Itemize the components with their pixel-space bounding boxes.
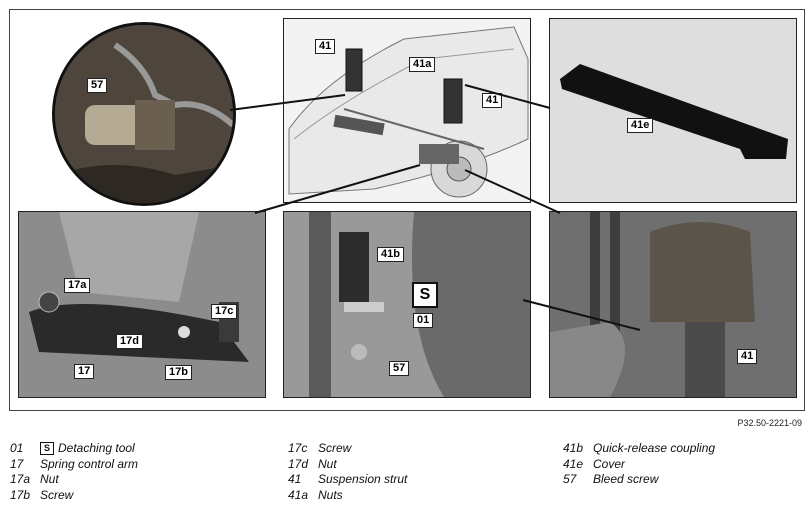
- callout-17: 17: [74, 364, 95, 379]
- legend-label: Nut: [318, 456, 337, 471]
- callout-17d: 17d: [116, 334, 143, 349]
- callout-41-overview-right: 41: [482, 93, 503, 108]
- detaching-tool-icon: S: [419, 286, 431, 303]
- car-overview-drawing: [288, 26, 529, 198]
- legend-item: 01 S Detaching tool: [10, 441, 138, 457]
- cover-drawing: [560, 64, 788, 159]
- legend-label: Detaching tool: [58, 441, 135, 455]
- callout-41a: 41a: [409, 57, 436, 72]
- legend-label: Bleed screw: [593, 472, 659, 486]
- callout-57-bottom: 57: [389, 361, 410, 376]
- callout-41b: 41b: [377, 247, 404, 262]
- legend-column-2: 17c Screw 17d Nut 41 Suspension strut 41…: [288, 441, 407, 503]
- legend-item: 41a Nuts: [288, 488, 407, 504]
- legend-key: 41b: [563, 441, 584, 455]
- legend-label: Cover: [593, 456, 626, 471]
- strut-detail-drawing: [550, 212, 796, 397]
- callout-01: 01: [413, 313, 434, 328]
- legend-key: 17b: [10, 487, 31, 502]
- legend-item: 57 Bleed screw: [563, 472, 715, 488]
- tool-symbol-box: S: [412, 282, 438, 308]
- bleed-screw-detail-circle: [52, 22, 236, 206]
- callout-17a: 17a: [64, 278, 91, 293]
- legend-item: 41b Quick-release coupling: [563, 441, 715, 457]
- legend-label: Suspension strut: [318, 472, 408, 486]
- legend-key: 17c: [288, 441, 308, 455]
- legend-item: 41 Suspension strut: [288, 472, 407, 488]
- legend-key: 41e: [563, 456, 584, 471]
- bleed-screw-drawing: [55, 25, 233, 203]
- callout-41e: 41e: [627, 118, 654, 133]
- legend-item: 17a Nut: [10, 472, 138, 488]
- detaching-tool-icon: S: [40, 442, 54, 456]
- legend-key: 57: [563, 472, 577, 486]
- legend-key: 41a: [288, 487, 309, 502]
- legend-column-1: 01 S Detaching tool 17 Spring control arm…: [10, 441, 138, 503]
- legend-label: Quick-release coupling: [593, 441, 716, 455]
- callout-57-top: 57: [87, 78, 108, 93]
- suspension-strut-detail-panel: [549, 211, 797, 398]
- legend-item: 17c Screw: [288, 441, 407, 457]
- legend-label: Nut: [40, 472, 59, 486]
- cover-detail-panel: [549, 18, 797, 203]
- legend-key: 41: [288, 472, 302, 486]
- legend-item: 17d Nut: [288, 457, 407, 473]
- legend-label: Screw: [40, 487, 74, 502]
- callout-17c: 17c: [211, 304, 238, 319]
- legend-item: 41e Cover: [563, 457, 715, 473]
- callout-41-overview-left: 41: [315, 39, 336, 54]
- legend-item: 17b Screw: [10, 488, 138, 504]
- legend-item: 17 Spring control arm: [10, 457, 138, 473]
- figure-reference-code: P32.50-2221-09: [737, 418, 802, 428]
- legend-label: Nuts: [318, 487, 343, 502]
- quick-release-coupling-panel: [283, 211, 531, 398]
- callout-17b: 17b: [165, 365, 192, 380]
- legend-key: 17a: [10, 472, 31, 486]
- legend-key: 17d: [288, 456, 309, 471]
- legend-key: 01: [10, 441, 24, 455]
- callout-41-strut-detail: 41: [737, 349, 758, 364]
- legend-key: 17: [10, 456, 24, 471]
- legend-column-3: 41b Quick-release coupling 41e Cover 57 …: [563, 441, 715, 488]
- legend-label: Spring control arm: [40, 456, 139, 471]
- legend-label: Screw: [318, 441, 352, 455]
